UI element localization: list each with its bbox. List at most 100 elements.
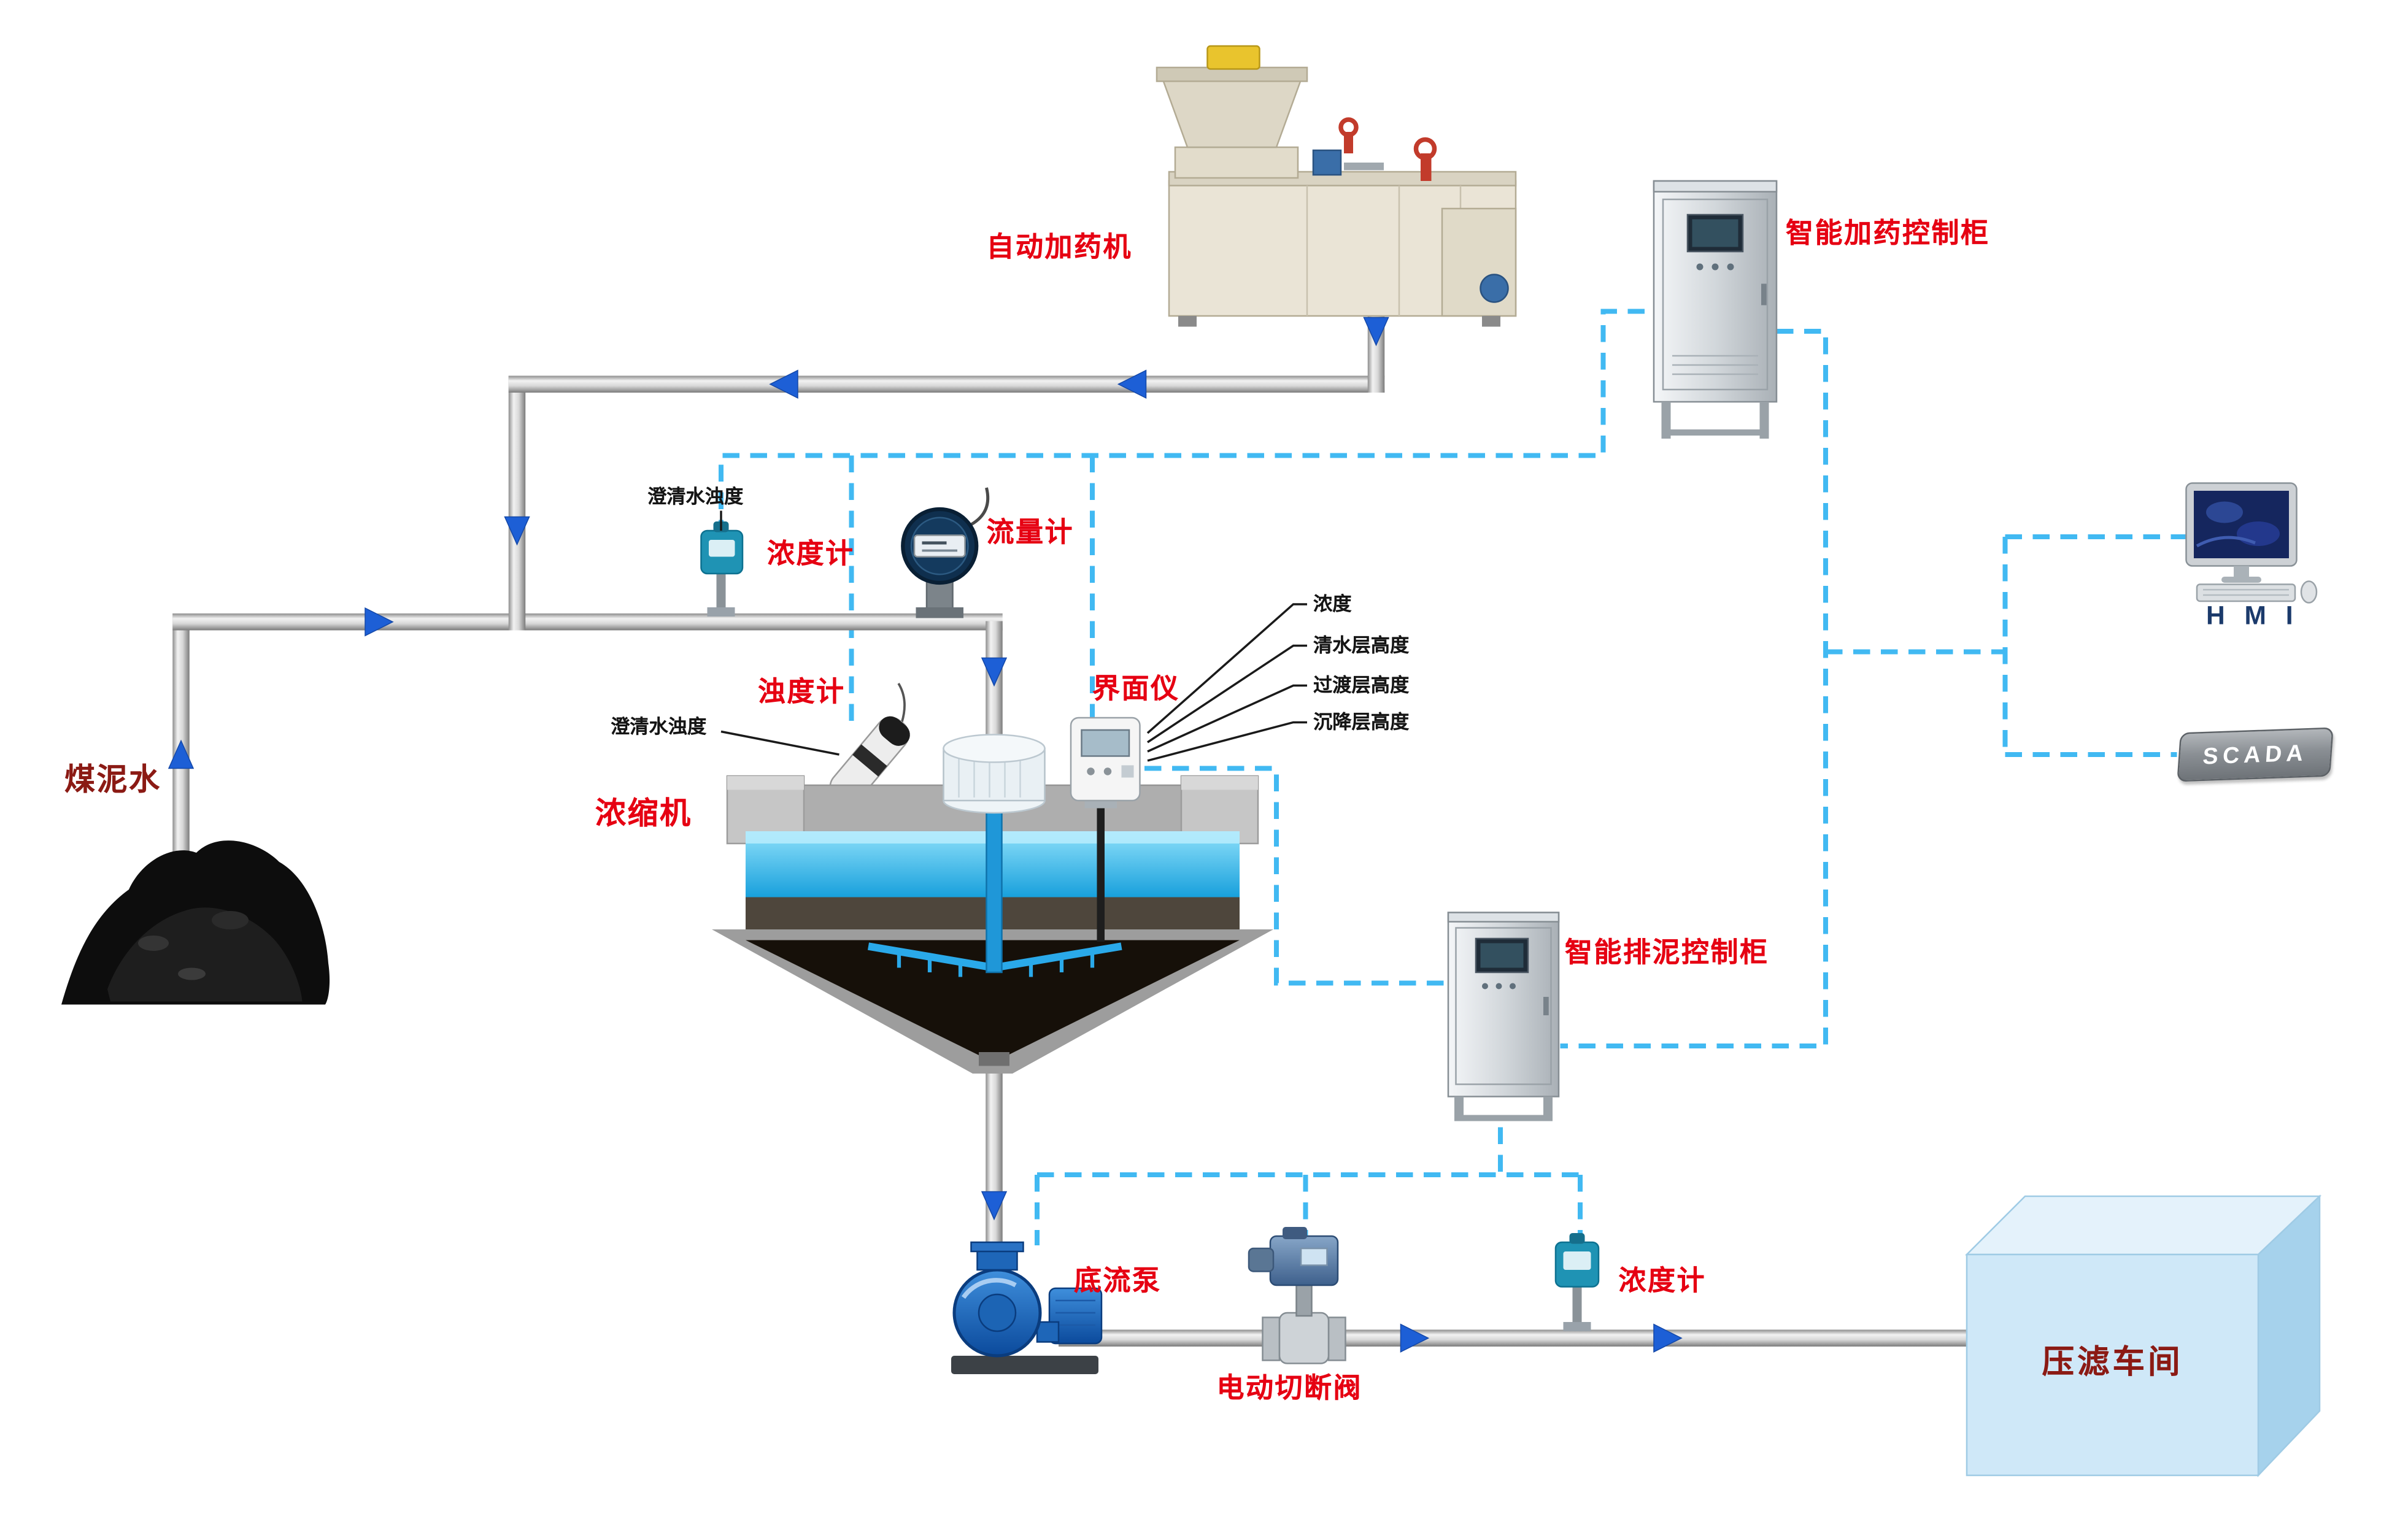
param-line-4 [1147,721,1307,762]
turbidity-wire [897,682,906,723]
arrow-down-dosing-outlet [1363,317,1389,347]
cabinet1-screen-glow [1692,219,1738,247]
dosing-leg-left [1178,315,1197,327]
cabinet2-top [1447,912,1560,923]
conc-top-flange [707,607,735,617]
pipe-dosing-horizontal [508,375,1385,393]
cabinet1-button-2 [1711,263,1719,271]
flow-display-band [913,534,966,558]
thickener-tank [711,734,1273,1074]
label-scada: SCADA [2202,739,2309,770]
dosing-valve-red-1-stem [1420,153,1432,181]
pump-base [951,1355,1098,1374]
sludge-control-cabinet-device [1447,912,1560,1121]
interface-param-pointer-lines [1146,603,1307,762]
pipe-dosing-drop [508,375,526,631]
flow-arrows [168,317,1683,1353]
label-param-clear-water-layer: 清水层高度 [1313,635,1410,656]
underflow-pump-device [951,1241,1103,1374]
interface-button-2 [1103,767,1112,775]
pump-motor [1048,1287,1103,1345]
thickener-pier-right-top [1181,775,1258,790]
label-coal-slurry: 煤泥水 [64,764,161,798]
cabinet2-crossbar [1454,1115,1553,1121]
scada-badge: SCADA [2177,727,2334,782]
conc-bot-knob [1569,1232,1585,1244]
pump-inlet-flange [970,1241,1024,1253]
hmi-screen-graphic-1 [2205,501,2243,523]
hmi-workstation [2185,482,2318,604]
building-front [1966,1253,2259,1477]
label-interface-meter: 界面仪 [1092,673,1180,704]
shutoff-valve-device [1248,1226,1346,1364]
arrow-down-underflow [981,1191,1008,1221]
label-param-concentration: 浓度 [1313,593,1352,615]
label-flow-meter: 流量计 [986,517,1074,548]
label-param-transition-layer: 过渡层高度 [1313,675,1410,696]
label-shutoff-valve: 电动切断阀 [1216,1372,1362,1404]
pump-outlet-stub [1036,1321,1060,1343]
coal-glint-1 [138,935,169,951]
valve-actuator-cap [1282,1226,1307,1239]
dosing-valve-red-2-stem [1343,131,1353,153]
pump-volute-spiral [961,1278,1017,1299]
flow-cable [970,487,990,526]
label-clarified-turbidity-left: 澄清水浊度 [611,716,707,738]
conc-bot-display [1563,1251,1591,1270]
label-concentration-meter-bottom: 浓度计 [1618,1265,1706,1296]
thickener-cone-outlet [978,1051,1009,1066]
cabinet2-handle [1543,996,1549,1015]
conc-bot-stem [1572,1285,1582,1331]
signal-sludge-cabinet-to-field-devices [1034,1127,1583,1245]
concentration-meter-bottom-device [1554,1232,1600,1331]
cabinet2-door [1455,927,1552,1085]
conc-top-stem [716,570,726,617]
signal-dosing-cabinet-to-sludge-cabinet [1560,328,1828,1048]
hmi-keyboard [2196,583,2296,602]
param-line-1 [1146,603,1307,734]
pump-volute-hub [978,1293,1017,1332]
cabinet1-button-1 [1696,263,1704,271]
arrow-left-dosing-pipe-1 [769,369,798,399]
dosing-valve-red-2-wheel [1338,117,1359,137]
signal-trunk-to-hmi-scada [1825,534,2190,757]
interface-meter-device [1070,717,1141,942]
dosing-machine-device [1156,45,1517,327]
label-turbidity-meter: 浊度计 [758,676,846,707]
valve-actuator-motor [1248,1247,1275,1272]
hmi-mouse [2300,580,2318,604]
dosing-small-pump [1480,274,1509,303]
arrow-right-discharge-1 [1400,1323,1430,1353]
valve-body [1278,1312,1330,1364]
turbidity-cap [879,716,910,746]
hmi-stand [2233,566,2249,577]
arrow-down-dosing-drop [504,516,530,546]
flow-meter-device [901,487,990,618]
thickener-shaft [986,796,1003,974]
valve-flange-right [1327,1316,1346,1361]
cabinet1-handle [1761,283,1767,306]
hmi-monitor-screen [2193,490,2289,558]
cabinet2-button-2 [1495,983,1502,990]
valve-stem [1295,1284,1313,1317]
coal-slurry-pile [61,840,330,1005]
param-line-2 [1147,644,1307,744]
label-concentration-meter-top: 浓度计 [767,538,855,569]
turbidity-band [852,744,887,777]
interface-screen [1081,729,1130,757]
arrow-left-dosing-pipe-2 [1117,369,1147,399]
arrow-up-coal-riser [168,739,195,769]
cabinet1-top [1653,180,1778,193]
dosing-motor-blue [1312,149,1342,176]
drive-top-dome [943,734,1046,763]
interface-button-1 [1087,767,1095,775]
coal-glint-3 [178,967,206,980]
thickener-sludge-cone [745,940,1240,1055]
label-filter-press: 压滤车间 [2042,1345,2183,1381]
cabinet2-button-1 [1481,983,1488,990]
coal-glint-2 [212,910,249,929]
thickener-pier-left-top [727,775,804,790]
label-dosing-machine: 自动加药机 [986,231,1132,263]
concentration-meter-top-device [700,510,744,617]
